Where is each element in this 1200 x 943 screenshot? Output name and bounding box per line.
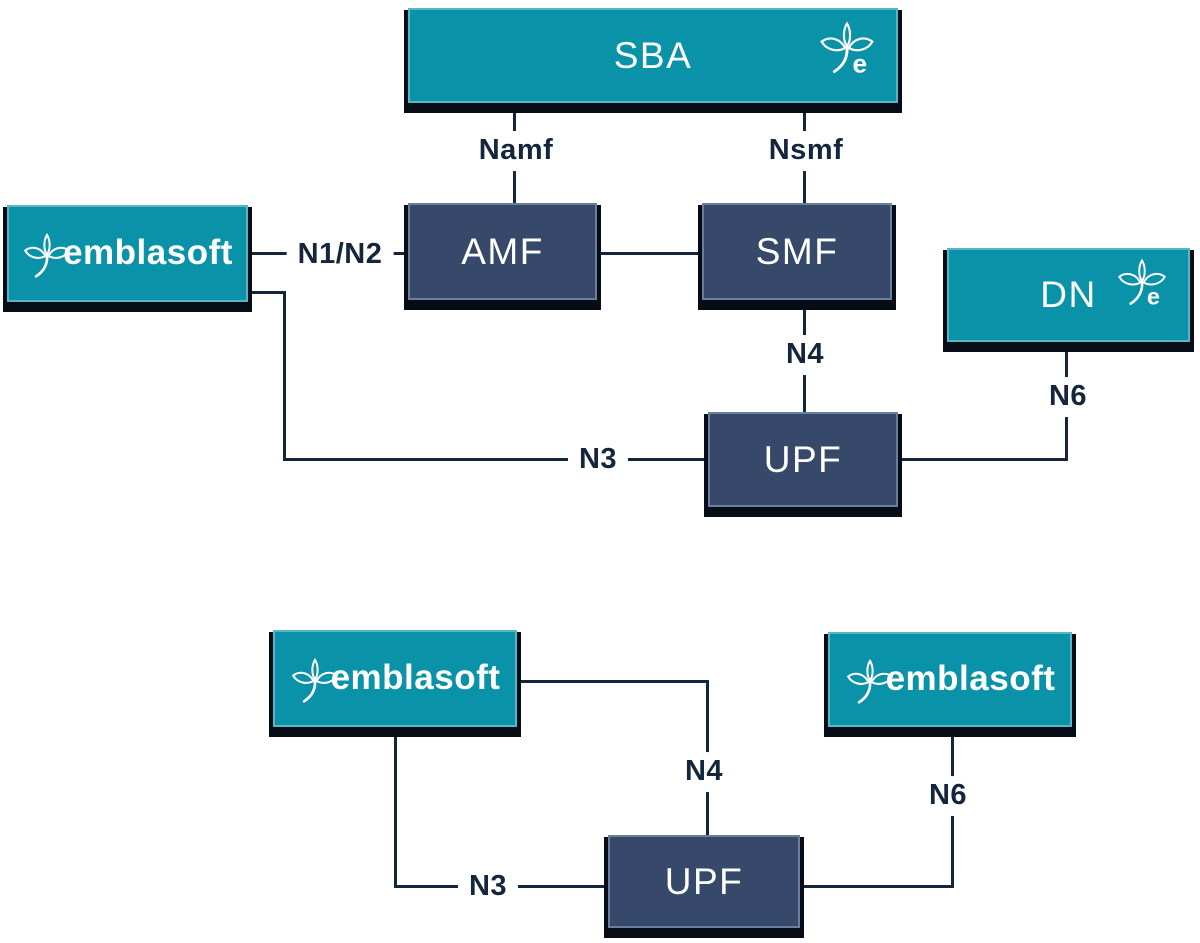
emblasoft-logo-e: e [1147,283,1160,307]
upf-label: UPF [763,438,843,480]
emblasoft-wordmark-text: emblasoft [330,657,501,697]
amf-box: AMF [408,203,597,300]
emblasoft-wordmark: emblasoft [290,657,501,703]
dn-label: DN [1040,274,1097,315]
link-label-nsmf: Nsmf [757,131,855,171]
emblasoft-leaf-icon: e [820,21,874,78]
link-label-n4-bottom: N4 [673,752,735,792]
link-label-n6-bottom: N6 [917,776,979,816]
emblasoft-wordmark: emblasoft [845,658,1056,704]
upf-box-top: UPF [708,412,898,507]
emblasoft-box-top: emblasoft [7,205,248,302]
link-label-namf: Namf [467,131,565,171]
emblasoft-leaf-icon [846,658,893,704]
emblasoft-logo: e [1116,258,1168,312]
smf-label: SMF [755,230,839,272]
sba-box: SBA e [408,8,898,103]
emblasoft-leaf-icon [23,232,71,278]
sba-label: SBA [613,34,693,76]
emblasoft-wordmark: emblasoft [22,232,233,278]
dn-box: DN e [947,248,1190,342]
emblasoft-wordmark-text: emblasoft [63,232,233,272]
connector-n3-stub-line [248,291,286,294]
connector-n4-bottom-horizontal-line [517,680,709,683]
link-label-n1n2: N1/N2 [286,235,394,275]
link-label-n3-bottom: N3 [457,867,519,907]
connector-amf-smf-line [597,252,702,255]
emblasoft-logo: e [818,21,876,80]
connector-n6-bottom-horizontal-line [800,885,954,888]
emblasoft-wordmark-text: emblasoft [885,658,1056,698]
connector-n3-vertical-line [283,291,286,461]
upf-label: UPF [664,860,744,902]
connector-n3-bottom-vertical-line [394,727,397,888]
link-label-n4: N4 [774,335,836,375]
smf-box: SMF [702,203,892,300]
upf-box-bottom: UPF [608,835,800,928]
emblasoft-leaf-icon: e [1117,258,1167,309]
emblasoft-box-bottom-right: emblasoft [828,632,1072,727]
link-label-n3: N3 [567,440,629,480]
link-label-n6: N6 [1037,377,1099,417]
connector-n3-horizontal-line [283,458,708,461]
amf-label: AMF [461,230,544,272]
emblasoft-logo-e: e [852,48,867,75]
emblasoft-leaf-icon [291,657,338,703]
connector-n6-horizontal-line [898,458,1068,461]
emblasoft-box-bottom-left: emblasoft [273,630,517,727]
